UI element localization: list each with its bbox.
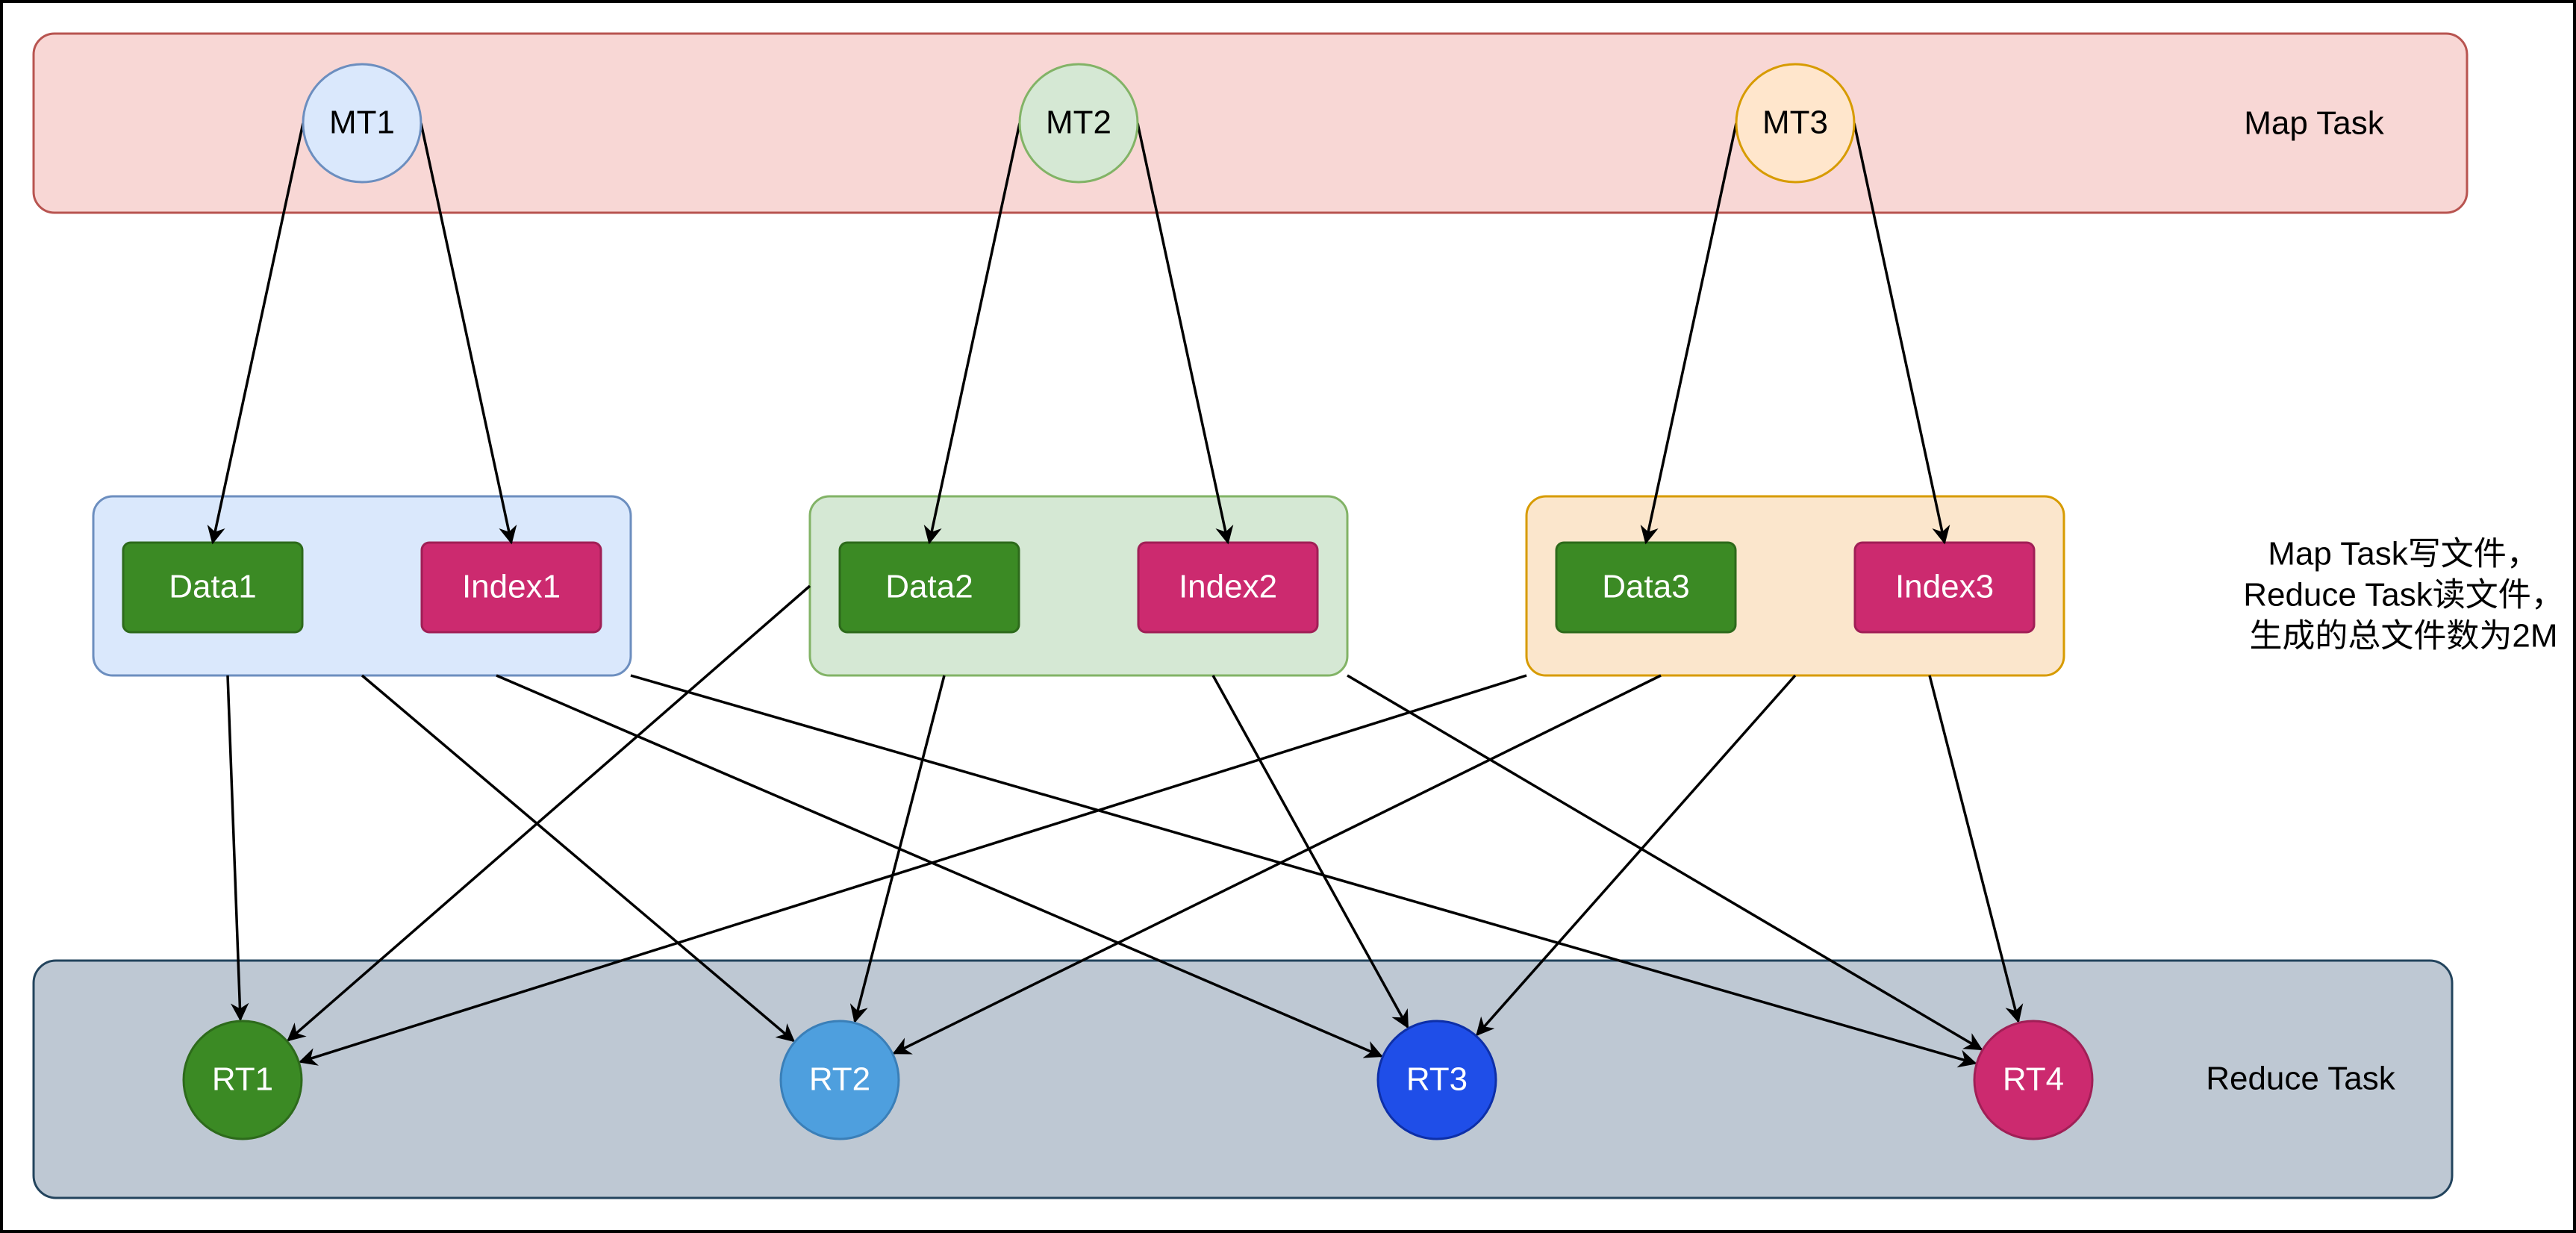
edge-g2-rt2 — [849, 675, 946, 1023]
edge-mt3-index3 — [1853, 122, 1950, 545]
reduce-task-label: RT1 — [212, 1061, 273, 1098]
edge-g2-rt4 — [1347, 674, 1983, 1051]
map-task-band — [32, 32, 2469, 214]
map-task-label: MT2 — [1046, 104, 1111, 141]
edge-g2-rt1 — [287, 584, 811, 1042]
map-task-label: MT3 — [1762, 104, 1828, 141]
file-groups: Data1 Index1 Data2 Index2 Data3 Index3 — [92, 495, 2065, 677]
reduce-task-circle — [779, 1020, 900, 1140]
map-task-mt2: MT2 — [1018, 63, 1139, 184]
index-file-label: Index3 — [1895, 569, 1994, 605]
reduce-task-label: RT2 — [809, 1061, 870, 1098]
edge-g1-rt3 — [496, 674, 1383, 1058]
index-file-label: Index1 — [462, 569, 561, 605]
reduce-task-label: RT4 — [2003, 1061, 2064, 1098]
note-line-1: Map Task写文件， — [2268, 536, 2539, 572]
reduce-task-circle — [1376, 1020, 1497, 1140]
edge-mt2-index2 — [1136, 122, 1234, 545]
data-file-label: Data1 — [169, 569, 256, 605]
edge-g1-rt4 — [630, 674, 1977, 1068]
reduce-task-rt2: RT2 — [779, 1020, 900, 1140]
data-file-label: Data2 — [885, 569, 973, 605]
reduce-task-rt4: RT4 — [1973, 1020, 2094, 1140]
map-task-label: MT1 — [329, 104, 395, 141]
map-task-circle — [302, 63, 422, 184]
reduce-task-band — [32, 959, 2454, 1199]
edge-g3-rt2 — [892, 674, 1662, 1055]
reduce-task-circle — [1973, 1020, 2094, 1140]
reduce-task-nodes: RT1 RT2 RT3 RT4 — [182, 1020, 2094, 1140]
edge-mt1-data1 — [207, 122, 305, 545]
note: Map Task写文件， Reduce Task读文件， 生成的总文件数为2M — [2243, 536, 2564, 655]
edge-g3-rt3 — [1476, 674, 1797, 1037]
edge-g3-rt4 — [1928, 675, 2024, 1023]
reduce-task-rt3: RT3 — [1376, 1020, 1497, 1140]
edge-mt3-data3 — [1640, 122, 1738, 545]
map-task-mt3: MT3 — [1735, 63, 1856, 184]
map-task-mt1: MT1 — [302, 63, 422, 184]
file-group-1: Data1 Index1 — [92, 495, 632, 677]
index-file-label: Index2 — [1179, 569, 1277, 605]
edge-g2-rt3 — [1211, 675, 1409, 1029]
note-line-2: Reduce Task读文件， — [2243, 577, 2564, 614]
edge-g1-rt2 — [361, 674, 796, 1043]
map-task-label: Map Task — [2244, 105, 2384, 142]
reduce-task-label: Reduce Task — [2206, 1061, 2396, 1097]
file-group-2: Data2 Index2 — [808, 495, 1349, 677]
map-task-nodes: MT1 MT2 MT3 — [302, 63, 1856, 184]
file-group-3: Data3 Index3 — [1525, 495, 2065, 677]
edge-g1-rt1 — [226, 675, 249, 1022]
reduce-task-circle — [182, 1020, 303, 1140]
map-task-circle — [1018, 63, 1139, 184]
map-task-circle — [1735, 63, 1856, 184]
reduce-task-label: RT3 — [1406, 1061, 1468, 1098]
note-line-3: 生成的总文件数为2M — [2249, 618, 2557, 655]
reduce-task-rt1: RT1 — [182, 1020, 303, 1140]
edge-mt2-data2 — [923, 122, 1021, 545]
edges — [207, 122, 2024, 1068]
data-file-label: Data3 — [1602, 569, 1689, 605]
edge-g3-rt1 — [298, 674, 1527, 1066]
edge-mt1-index1 — [420, 122, 517, 545]
